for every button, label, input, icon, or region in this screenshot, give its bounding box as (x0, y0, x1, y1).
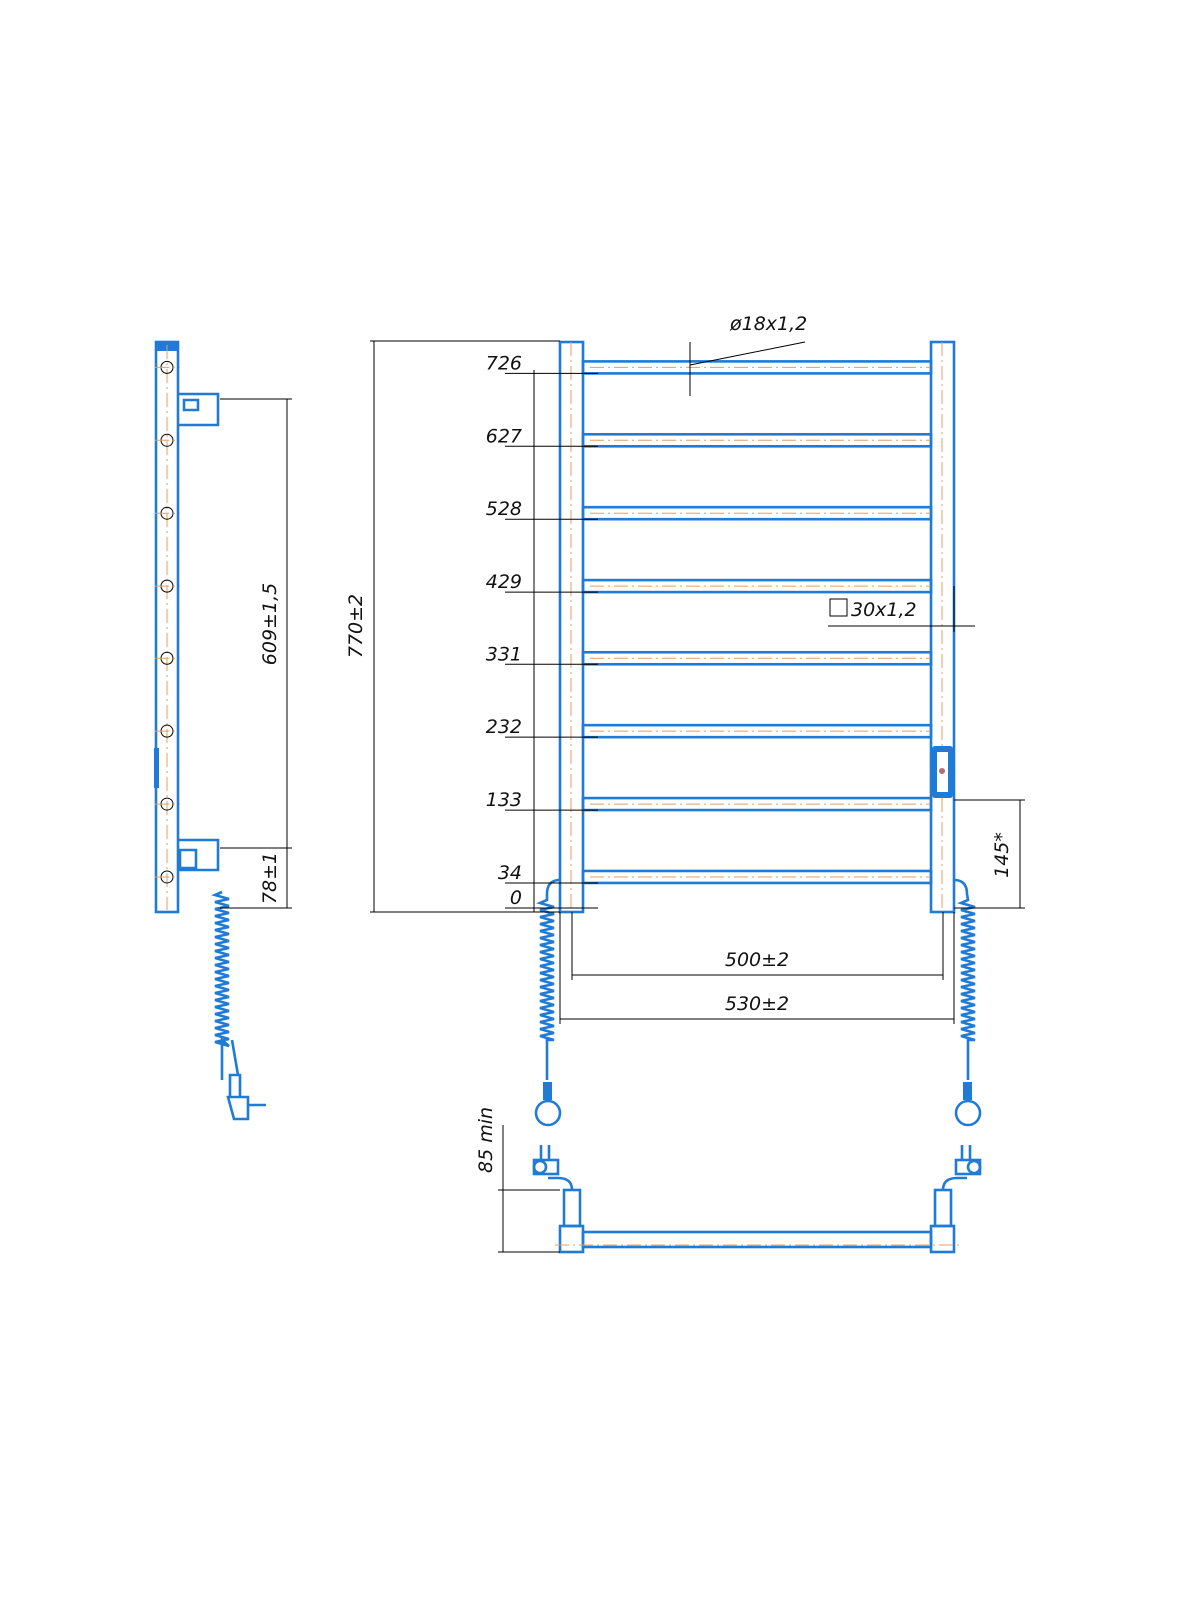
crossbar (581, 650, 933, 666)
crossbar (581, 505, 933, 521)
right-cable-coil (953, 878, 976, 1080)
bar-height-label: 0 (510, 887, 522, 909)
crossbars (581, 360, 933, 885)
top-bracket (178, 392, 220, 427)
left-cable-coil (536, 878, 561, 1080)
dim-heater-offset: 145* (991, 832, 1013, 878)
thermostat-knob-icon (939, 768, 945, 774)
right-plug (954, 1082, 982, 1127)
side-thermostat (154, 748, 159, 788)
bar-height-label: 627 (486, 425, 522, 447)
dim-bottom-mount: 78±1 (259, 852, 281, 904)
bar-height-label: 726 (486, 352, 522, 374)
bar-height-label: 232 (486, 716, 522, 738)
bar-height-label: 331 (486, 643, 522, 665)
side-plug (226, 1039, 266, 1121)
dim-square-tube: 30x1,2 (851, 599, 917, 621)
bar-height-labels: 726 627 528 429 331 232 133 34 0 (486, 352, 598, 909)
bar-height-label: 528 (486, 498, 522, 520)
bar-height-label: 133 (486, 789, 522, 811)
crossbar (581, 578, 933, 594)
left-plug (534, 1082, 562, 1127)
top-view: 85 min (475, 1107, 982, 1254)
dim-inner-width: 500±2 (725, 949, 789, 971)
side-cable-coil (211, 890, 230, 1080)
crossbar (581, 869, 933, 885)
dim-overall-height: 770±2 (345, 594, 367, 658)
bar-height-label: 34 (498, 862, 522, 884)
side-view: 609±1,5 78±1 (154, 340, 292, 1121)
bottom-bracket (178, 838, 220, 872)
dim-tube: ø18x1,2 (729, 313, 807, 335)
dim-plug-clearance: 85 min (475, 1107, 497, 1173)
crossbar (581, 796, 933, 812)
front-view: 770±2 726 627 528 429 331 232 133 34 0 ø18x1,2 3… (345, 313, 1025, 1127)
right-socket (954, 1145, 982, 1176)
crossbar (581, 432, 933, 448)
crossbar (581, 723, 933, 739)
dim-mount-spacing: 609±1,5 (259, 583, 281, 665)
dim-outer-width: 530±2 (725, 993, 789, 1015)
square-section-icon (829, 598, 848, 617)
side-bar-ends (155, 360, 180, 884)
crossbar (581, 360, 933, 375)
left-socket (532, 1145, 560, 1176)
bar-height-label: 429 (486, 571, 522, 593)
